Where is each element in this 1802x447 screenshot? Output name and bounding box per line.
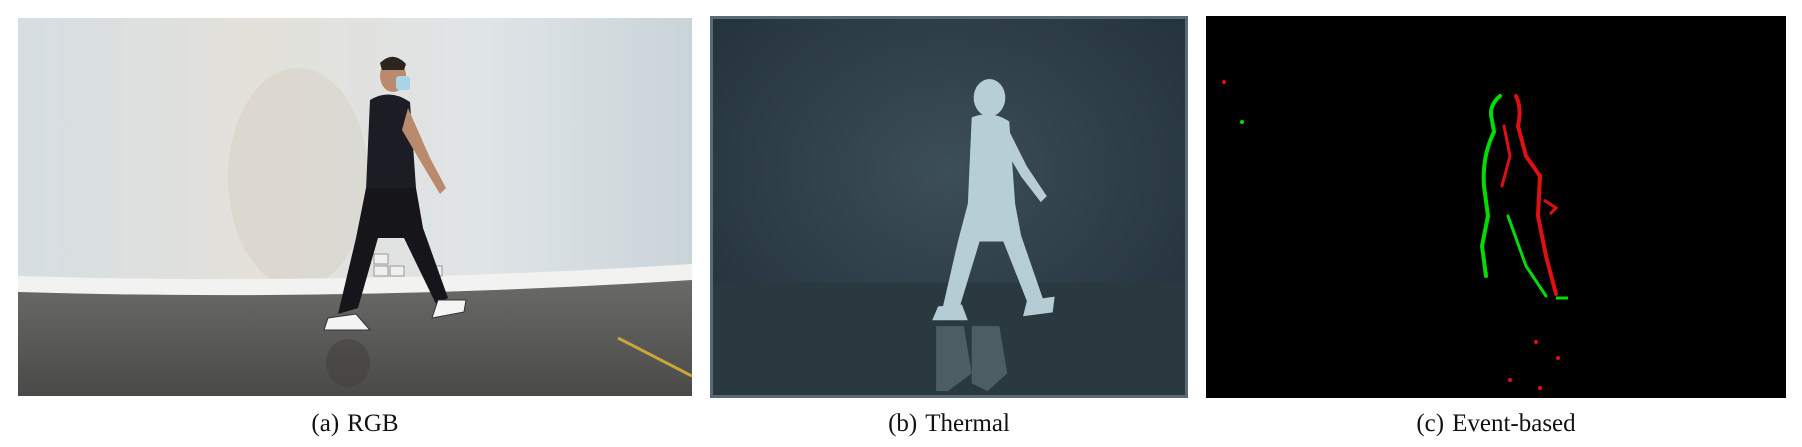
event-image [1206, 16, 1786, 398]
caption-thermal: (b) Thermal [849, 408, 1049, 440]
caption-thermal-label: (b) [888, 410, 918, 437]
rgb-image [18, 18, 692, 396]
caption-event-text: Event-based [1452, 410, 1576, 437]
caption-rgb-text: RGB [347, 410, 399, 437]
caption-event: (c) Event-based [1376, 408, 1616, 440]
caption-event-label: (c) [1416, 410, 1445, 437]
thermal-image [710, 16, 1188, 398]
caption-thermal-text: Thermal [925, 410, 1010, 437]
caption-rgb: (a) RGB [255, 408, 455, 440]
caption-rgb-label: (a) [311, 410, 340, 437]
